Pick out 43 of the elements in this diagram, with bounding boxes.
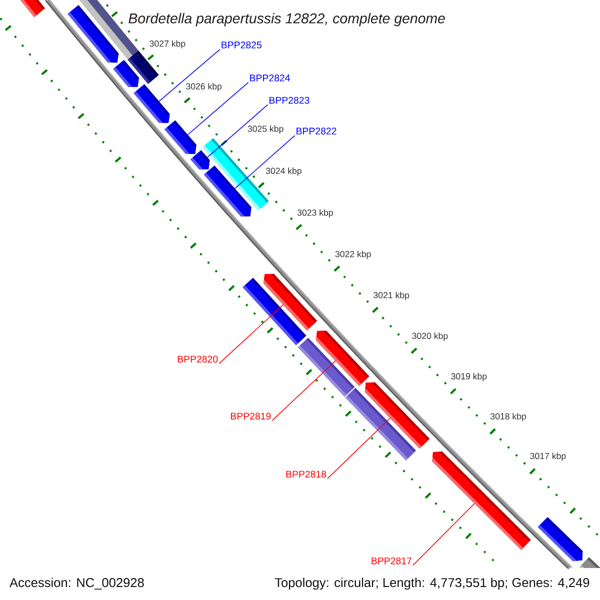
leader-line: [187, 82, 249, 136]
gene-label: BPP2822: [296, 128, 336, 135]
tick-label: 3020 kbp: [412, 332, 448, 341]
tick-label: 3027 kbp: [150, 40, 186, 48]
tick-label: 3018 kbp: [490, 412, 526, 422]
gene-bar: [579, 557, 600, 568]
gene-label: BPP2823: [270, 96, 310, 104]
leader-line: [412, 503, 475, 566]
gene-bar: [264, 274, 318, 330]
tick-label: 3023 kbp: [297, 209, 333, 218]
gene-bar: [364, 382, 430, 449]
title: Bordetella parapertussis 12822, complete genome: [128, 13, 445, 26]
tick-label: 3026 kbp: [186, 83, 222, 92]
gene-bar: [164, 120, 196, 154]
leader-line: [218, 304, 284, 364]
tick-label: 3017 kbp: [530, 452, 566, 461]
leader-line: [234, 135, 296, 189]
leader-line: [272, 360, 336, 421]
gene-label: BPP2825: [222, 42, 262, 48]
tick-label: 3021 kbp: [374, 292, 410, 300]
gene-bar: [68, 5, 119, 63]
gene-label: BPP2818: [286, 470, 326, 478]
tick-label: 3019 kbp: [451, 372, 487, 382]
gene-bar: [134, 84, 170, 124]
gene-bar: [316, 330, 370, 386]
tick-label: 3022 kbp: [335, 250, 371, 259]
gene-bar: [538, 517, 583, 562]
gene-bar: [20, 0, 46, 18]
leader-line: [158, 48, 220, 102]
leader-line: [207, 104, 268, 158]
gene-bar: [204, 165, 252, 216]
gene-label: BPP2817: [372, 557, 412, 564]
gene-bar: [128, 50, 159, 84]
gene-label: BPP2820: [178, 356, 218, 363]
gene-label: BPP2824: [250, 74, 290, 82]
tick-label: 3024 kbp: [266, 168, 302, 176]
gene-bar: [432, 452, 531, 550]
accession-text: Accession: NC_002928: [10, 578, 144, 590]
gene-bar: [190, 150, 210, 170]
leader-line: [327, 418, 390, 479]
genome-summary: Topology: circular; Length: 4,773,551 bp; Genes: 4,249: [274, 578, 590, 590]
gene-label: BPP2819: [230, 412, 271, 420]
tick-label: 3025 kbp: [248, 125, 284, 134]
